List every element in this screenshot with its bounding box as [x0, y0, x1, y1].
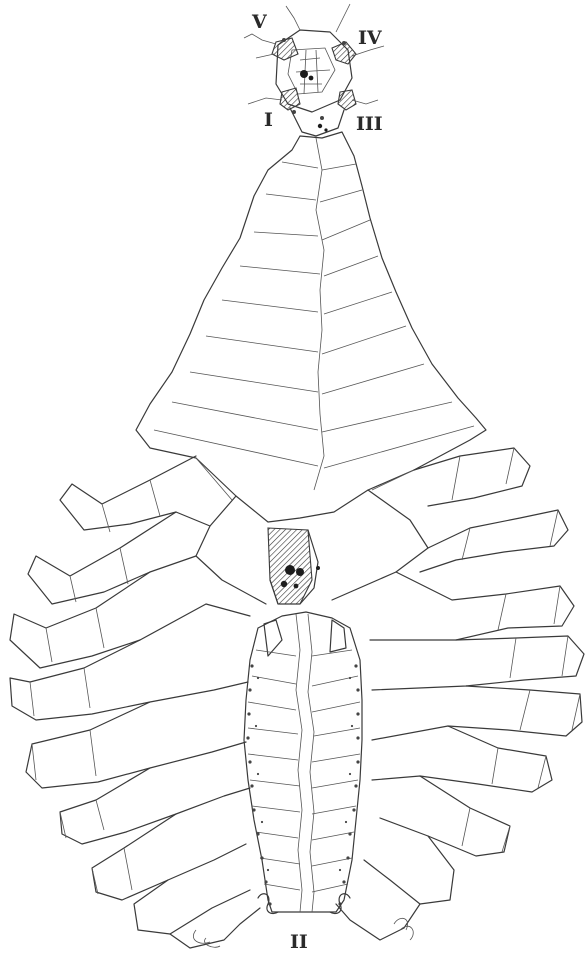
ray-label-ii: II: [290, 931, 308, 953]
ray-label-iv: IV: [358, 27, 383, 49]
ocular-plate-iv: [332, 42, 356, 64]
ray-labels: V IV I III II: [251, 11, 383, 953]
central-column: [244, 612, 362, 914]
left-ray-fan: [10, 456, 260, 948]
ray-label-v: V: [251, 11, 268, 33]
ray-label-i: I: [264, 109, 273, 131]
ray-label-iii: III: [356, 113, 383, 135]
central-periproct: [196, 490, 428, 604]
right-ray-fan: [336, 448, 584, 940]
